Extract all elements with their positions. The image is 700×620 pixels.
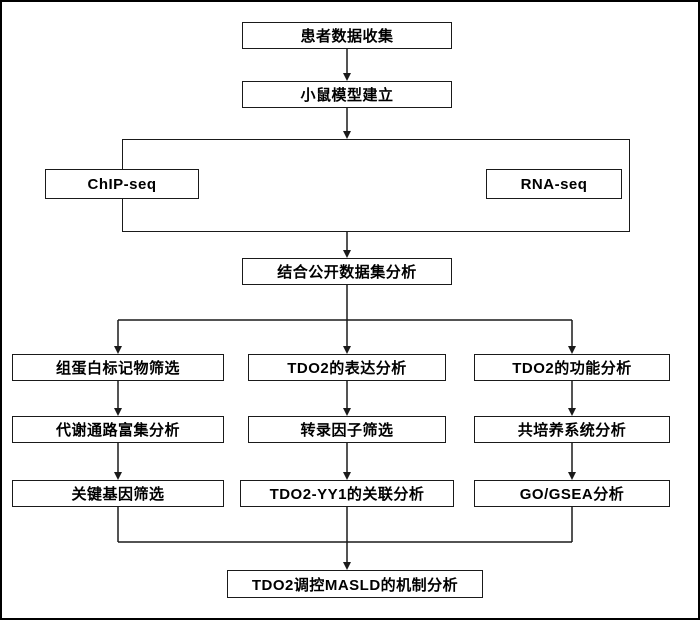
- node-metabolic-pathway-enrichment: 代谢通路富集分析: [12, 416, 224, 443]
- node-chip-seq: ChIP-seq: [45, 169, 199, 199]
- node-tdo2-expression-analysis: TDO2的表达分析: [248, 354, 446, 381]
- node-key-gene-screening: 关键基因筛选: [12, 480, 224, 507]
- node-mouse-model: 小鼠模型建立: [242, 81, 452, 108]
- node-patient-data-collection: 患者数据收集: [242, 22, 452, 49]
- node-tdo2-yy1-association: TDO2-YY1的关联分析: [240, 480, 454, 507]
- node-coculture-system-analysis: 共培养系统分析: [474, 416, 670, 443]
- node-public-dataset-analysis: 结合公开数据集分析: [242, 258, 452, 285]
- node-go-gsea-analysis: GO/GSEA分析: [474, 480, 670, 507]
- node-tdo2-function-analysis: TDO2的功能分析: [474, 354, 670, 381]
- node-transcription-factor-screening: 转录因子筛选: [248, 416, 446, 443]
- node-rna-seq: RNA-seq: [486, 169, 622, 199]
- node-tdo2-masld-mechanism: TDO2调控MASLD的机制分析: [227, 570, 483, 598]
- node-histone-marker-screening: 组蛋白标记物筛选: [12, 354, 224, 381]
